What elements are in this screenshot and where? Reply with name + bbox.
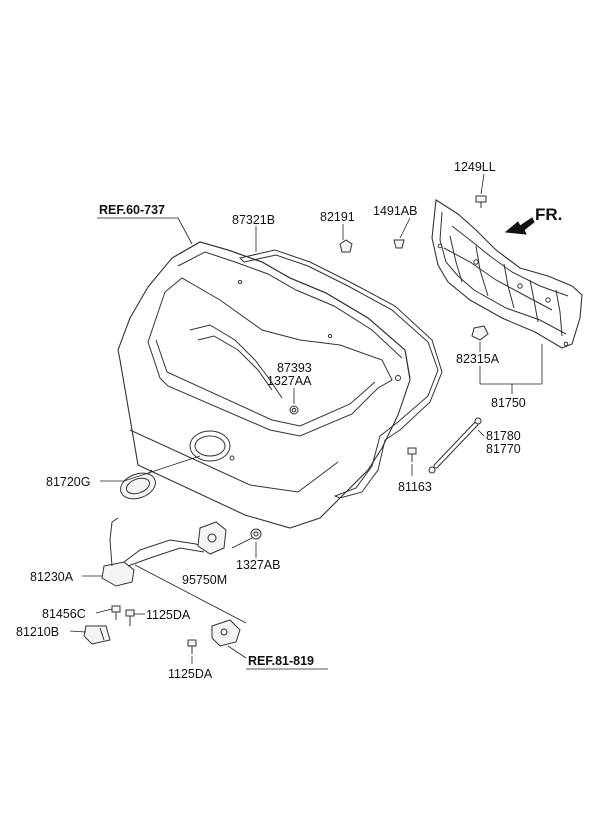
part-labels: FR. REF.60-737 REF.81-819 87321B 82191 1… [16, 160, 562, 681]
bolt-1125da-lower [187, 639, 197, 654]
bolt-81163 [407, 447, 417, 462]
release-switch-ref-81-819 [211, 619, 241, 647]
part-label-81456c: 81456C [42, 607, 86, 621]
tailgate-panel [117, 241, 411, 529]
bolt-81456c [111, 605, 121, 620]
reference-label-60-737: REF.60-737 [99, 203, 165, 217]
latch-assembly-81230a [101, 517, 215, 587]
actuator-95750m [197, 521, 227, 555]
part-label-81780: 81780 [486, 429, 521, 443]
clip-1491ab [393, 239, 405, 249]
front-direction-arrow-icon [504, 217, 535, 235]
part-label-81210b: 81210B [16, 625, 59, 639]
part-label-81770: 81770 [486, 442, 521, 456]
part-label-1327ab: 1327AB [236, 558, 280, 572]
bolt-1125da-upper [125, 609, 135, 626]
part-label-81163: 81163 [398, 480, 432, 494]
switch-81210b [83, 625, 111, 645]
screw-1249ll [475, 195, 487, 208]
trim-panel-81750 [431, 199, 583, 349]
part-label-82315a: 82315A [456, 352, 500, 366]
direction-label: FR. [535, 205, 562, 224]
part-label-81750: 81750 [491, 396, 526, 410]
part-label-81720g: 81720G [46, 475, 90, 489]
part-label-1491ab: 1491AB [373, 204, 417, 218]
part-label-95750m: 95750M [182, 573, 227, 587]
part-label-1249ll: 1249LL [454, 160, 496, 174]
reference-label-81-819: REF.81-819 [248, 654, 314, 668]
part-label-1125da-lower: 1125DA [168, 667, 213, 681]
part-label-81230a: 81230A [30, 570, 74, 584]
nut-87393 [289, 405, 299, 415]
gas-lift-81780 [428, 417, 482, 474]
part-label-1125da-upper: 1125DA [146, 608, 191, 622]
handle-81720g [120, 469, 156, 500]
part-label-82191: 82191 [320, 210, 355, 224]
leader-lines [69, 173, 543, 670]
part-label-87321b: 87321B [232, 213, 275, 227]
clip-82315a [471, 325, 489, 341]
weatherstrip-87321b [239, 249, 443, 499]
nut-1327ab [250, 528, 262, 540]
part-label-87393: 87393 [277, 361, 312, 375]
part-label-1327aa: 1327AA [267, 374, 312, 388]
grommet-82191 [339, 239, 353, 253]
